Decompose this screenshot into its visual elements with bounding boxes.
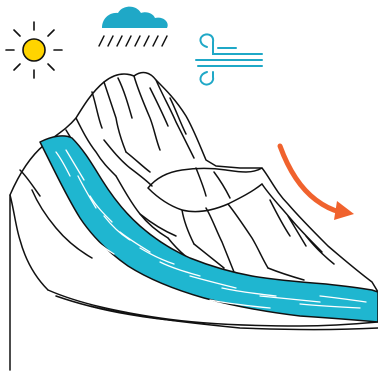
sun-icon [6, 22, 62, 78]
river-water [40, 136, 378, 322]
arrow-curve [280, 146, 340, 212]
mountain [10, 73, 378, 370]
central-rock [148, 168, 262, 212]
cloud-shape [102, 7, 168, 28]
arrow-head [334, 201, 354, 220]
rain-lines [99, 36, 167, 46]
sun-disc [23, 39, 45, 61]
arrow-icon [280, 146, 354, 220]
river [40, 136, 378, 322]
wind-icon [196, 34, 262, 84]
rain-cloud-icon [99, 7, 168, 46]
